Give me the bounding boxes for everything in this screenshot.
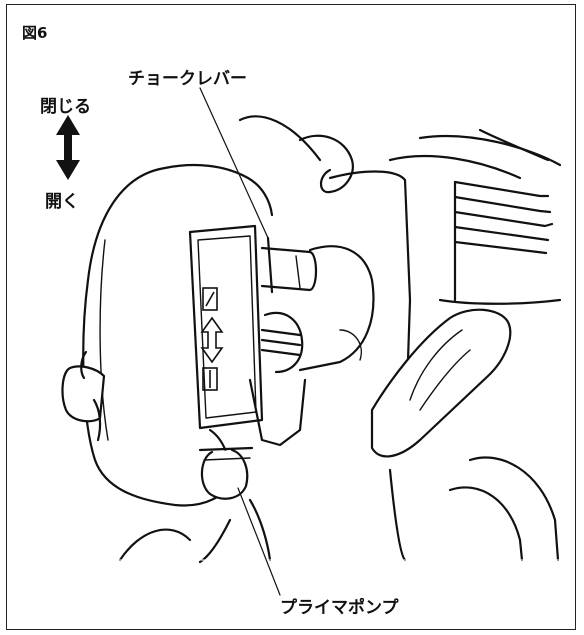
cover-knob: [61, 365, 106, 423]
choke-lever-shape: [260, 246, 318, 292]
choke-leader-line: [199, 87, 269, 239]
cooling-fins: [438, 180, 562, 305]
engine-cover-top-line: [418, 134, 562, 167]
primer-leader-line: [237, 487, 281, 596]
choke-panel: [188, 224, 264, 430]
handle-grip: [370, 308, 512, 458]
double-vertical-outline-arrow-icon: [200, 316, 224, 364]
air-cleaner-cover-outline: [82, 166, 234, 507]
choke-closed-icon: [202, 287, 218, 311]
choke-open-icon: [202, 367, 218, 391]
double-vertical-arrow-icon: [56, 115, 80, 180]
primer-bulb-outline: [200, 448, 249, 500]
open-label: 開く: [45, 192, 79, 212]
figure-label: 図6: [22, 24, 48, 42]
choke-lever-label: チョークレバー: [128, 69, 247, 89]
close-label: 閉じる: [40, 97, 91, 117]
primer-pump-label: プライマポンプ: [280, 598, 399, 618]
fuel-tube: [328, 170, 412, 362]
